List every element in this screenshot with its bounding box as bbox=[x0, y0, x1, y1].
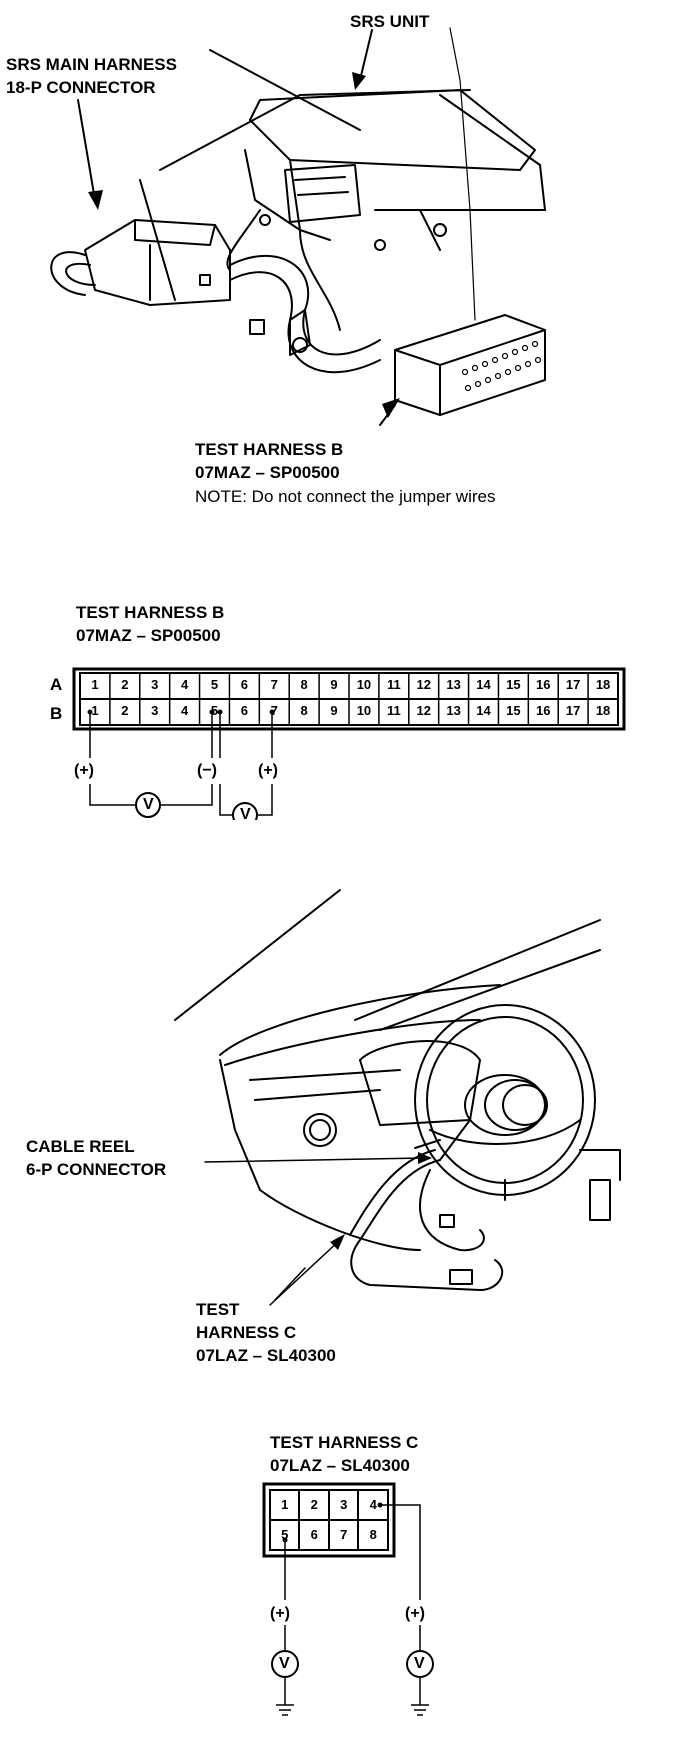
pin-b-12: 12 bbox=[416, 703, 431, 718]
pin-a-1: 1 bbox=[91, 677, 99, 692]
pin-b-15: 15 bbox=[506, 703, 521, 718]
pin-a-17: 17 bbox=[565, 677, 581, 692]
voltmeter-icon: V bbox=[414, 1655, 425, 1672]
pin-a-18: 18 bbox=[595, 677, 611, 692]
row-a-label: A bbox=[50, 675, 63, 694]
pin-b-8: 8 bbox=[300, 703, 308, 718]
pin-b-11: 11 bbox=[386, 703, 401, 718]
probe-5-plus: (+) bbox=[270, 1605, 290, 1622]
pin-b-5: 5 bbox=[210, 703, 219, 718]
main-harness-label-line1: SRS MAIN HARNESS bbox=[6, 55, 177, 74]
pin-a-13: 13 bbox=[446, 677, 461, 692]
pin-b-18: 18 bbox=[595, 703, 611, 718]
row-b-label: B bbox=[50, 704, 63, 723]
pin-c-6: 6 bbox=[310, 1527, 318, 1542]
pin-a-5: 5 bbox=[210, 677, 219, 692]
srs-unit-label: SRS UNIT bbox=[350, 12, 430, 31]
probe-5-minus: (−) bbox=[197, 762, 217, 779]
test-harness-c-title-part: 07LAZ – SL40300 bbox=[270, 1456, 410, 1475]
pin-c-5: 5 bbox=[281, 1527, 289, 1542]
test-harness-c-part: 07LAZ – SL40300 bbox=[196, 1346, 336, 1365]
cable-reel-label-line2: 6-P CONNECTOR bbox=[26, 1160, 167, 1179]
pin-a-16: 16 bbox=[536, 677, 551, 692]
pin-b-9: 9 bbox=[330, 703, 338, 718]
pin-a-3: 3 bbox=[151, 677, 159, 692]
test-harness-b-label: TEST HARNESS B bbox=[195, 440, 344, 459]
probe-1-plus: (+) bbox=[74, 762, 94, 779]
pin-b-4: 4 bbox=[180, 703, 189, 718]
pin-b-10: 10 bbox=[356, 703, 372, 718]
pin-a-6: 6 bbox=[240, 677, 248, 692]
pin-a-9: 9 bbox=[330, 677, 338, 692]
pin-c-1: 1 bbox=[281, 1497, 289, 1512]
dashboard-illustration bbox=[174, 889, 621, 1306]
pin-a-7: 7 bbox=[270, 677, 278, 692]
voltmeter-icon: V bbox=[143, 796, 154, 813]
pin-a-11: 11 bbox=[386, 677, 401, 692]
pin-c-3: 3 bbox=[340, 1497, 348, 1512]
srs-unit-illustration bbox=[50, 27, 546, 426]
test-harness-c-label-line1: TEST bbox=[196, 1300, 240, 1319]
pin-a-4: 4 bbox=[180, 677, 189, 692]
pin-a-12: 12 bbox=[416, 677, 431, 692]
pin-a-15: 15 bbox=[506, 677, 521, 692]
test-harness-c-label-line2: HARNESS C bbox=[196, 1323, 297, 1342]
pin-a-2: 2 bbox=[121, 677, 129, 692]
pin-c-2: 2 bbox=[310, 1497, 318, 1512]
test-harness-b-part: 07MAZ – SP00500 bbox=[195, 463, 340, 482]
pin-c-8: 8 bbox=[369, 1527, 377, 1542]
pin-a-8: 8 bbox=[300, 677, 308, 692]
voltmeter-icon: V bbox=[279, 1655, 290, 1672]
cable-reel-label-line1: CABLE REEL bbox=[26, 1137, 135, 1156]
pin-b-16: 16 bbox=[536, 703, 551, 718]
pin-c-7: 7 bbox=[340, 1527, 348, 1542]
pin-b-14: 14 bbox=[476, 703, 491, 718]
test-harness-b-title-part: 07MAZ – SP00500 bbox=[76, 626, 221, 645]
pin-b-6: 6 bbox=[240, 703, 248, 718]
pin-b-2: 2 bbox=[121, 703, 129, 718]
pin-b-17: 17 bbox=[565, 703, 581, 718]
jumper-wire-note: NOTE: Do not connect the jumper wires bbox=[195, 487, 496, 506]
pin-b-13: 13 bbox=[446, 703, 461, 718]
pin-b-3: 3 bbox=[151, 703, 159, 718]
voltmeter-icon: V bbox=[240, 806, 251, 823]
probe-7-plus: (+) bbox=[258, 762, 278, 779]
pin-c-4: 4 bbox=[369, 1497, 377, 1512]
main-harness-label-line2: 18-P CONNECTOR bbox=[6, 78, 156, 97]
pin-b-7: 7 bbox=[270, 703, 278, 718]
probe-4-plus: (+) bbox=[405, 1605, 425, 1622]
pin-a-14: 14 bbox=[476, 677, 491, 692]
test-harness-b-title: TEST HARNESS B bbox=[76, 603, 225, 622]
pin-b-1: 1 bbox=[91, 703, 99, 718]
harness-b-connector bbox=[72, 667, 626, 820]
test-harness-c-title: TEST HARNESS C bbox=[270, 1433, 419, 1452]
pin-a-10: 10 bbox=[356, 677, 372, 692]
